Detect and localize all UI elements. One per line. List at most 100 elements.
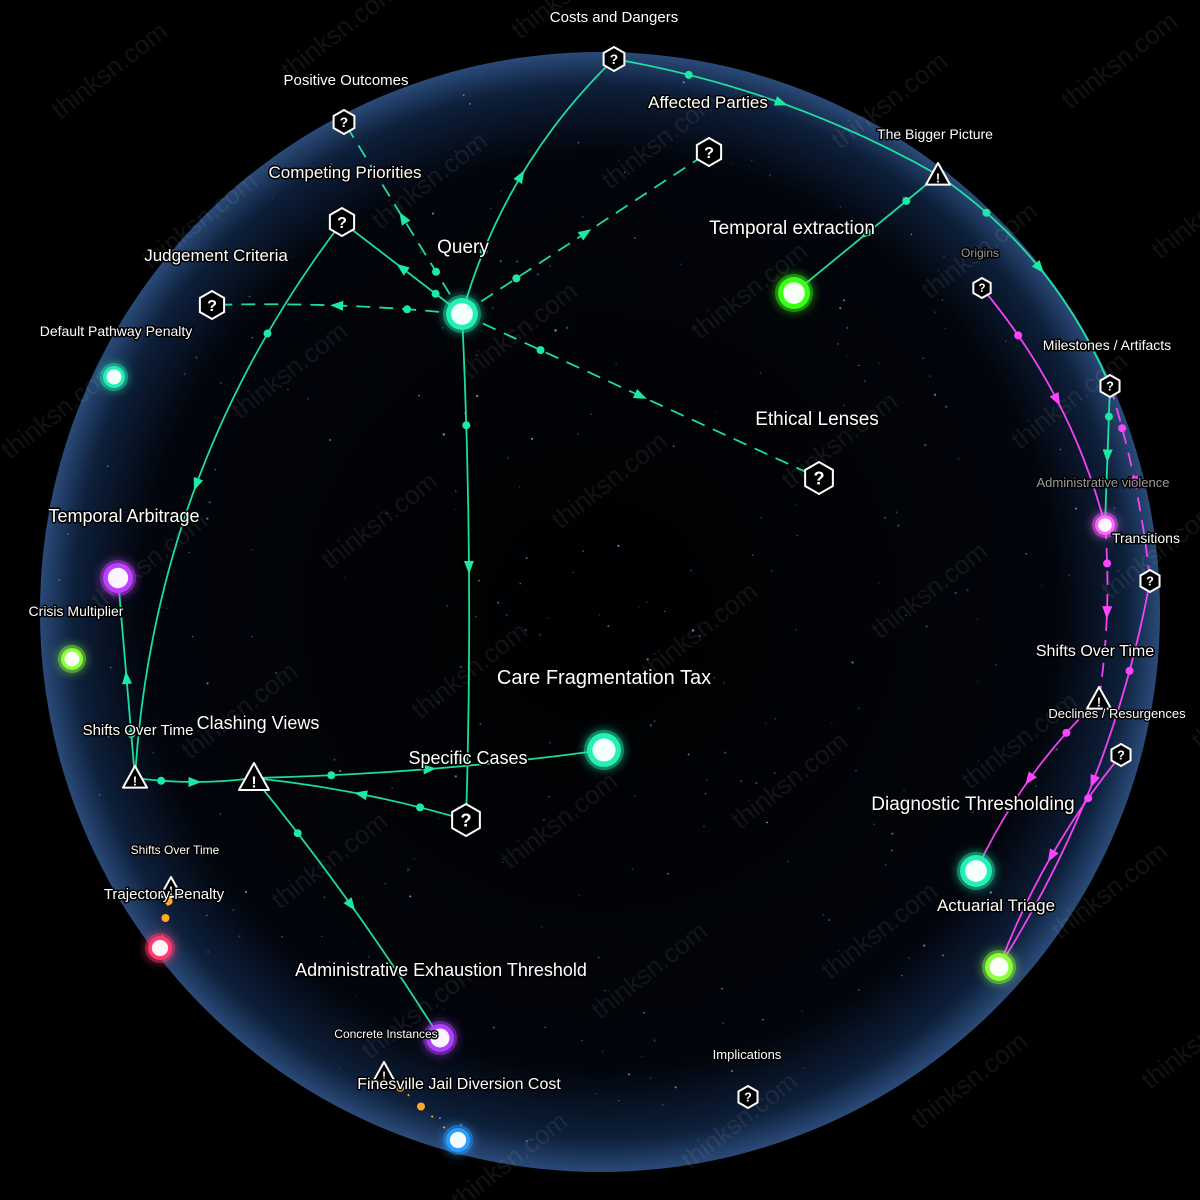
star — [328, 960, 331, 963]
question-icon[interactable]: ? — [602, 45, 626, 73]
star — [910, 233, 913, 236]
question-icon[interactable]: ? — [198, 289, 226, 321]
edge-marker — [1102, 449, 1113, 463]
node-care-fragmentation-tax[interactable] — [584, 730, 624, 770]
node-default-pathway-penalty[interactable] — [100, 363, 128, 391]
star — [219, 382, 222, 384]
edge-bead — [327, 771, 336, 780]
star — [750, 159, 753, 162]
node-query[interactable] — [443, 295, 481, 333]
hexagon-icon — [972, 276, 992, 300]
star — [367, 955, 370, 958]
node-core — [965, 860, 987, 882]
star — [774, 717, 776, 720]
star — [206, 914, 208, 917]
star — [662, 1103, 664, 1106]
star — [756, 453, 758, 455]
edge-marker — [188, 777, 202, 787]
node-core — [430, 1028, 450, 1048]
star — [546, 617, 549, 619]
warning-icon[interactable]: ! — [159, 876, 183, 898]
star — [475, 148, 478, 151]
node-administrative-violence[interactable] — [1092, 512, 1118, 538]
edge-bead — [416, 803, 425, 812]
question-icon[interactable]: ? — [1139, 568, 1161, 594]
star — [432, 212, 435, 215]
question-icon[interactable]: ? — [1110, 742, 1132, 768]
edge-bead — [396, 1083, 405, 1092]
node-temporal-extraction[interactable] — [775, 274, 813, 312]
question-icon[interactable]: ? — [804, 460, 834, 496]
star — [846, 356, 848, 358]
edge-marker — [161, 914, 170, 922]
star — [206, 517, 209, 520]
question-icon[interactable]: ? — [328, 206, 356, 238]
star — [338, 1067, 341, 1070]
warning-icon[interactable]: ! — [1086, 686, 1112, 710]
star — [667, 872, 670, 875]
node-crisis-multiplier[interactable] — [58, 645, 86, 673]
edge-bead — [293, 829, 302, 838]
question-icon[interactable]: ? — [1099, 373, 1121, 399]
node-administrative-exhaustion-threshold[interactable] — [423, 1021, 457, 1055]
warning-icon[interactable]: ! — [372, 1061, 396, 1083]
star — [905, 614, 908, 617]
star — [795, 504, 797, 506]
question-icon[interactable]: ? — [737, 1084, 759, 1110]
star — [903, 789, 905, 792]
node-temporal-arbitrage[interactable] — [100, 560, 136, 596]
star — [479, 723, 482, 725]
node-label-temporal-arbitrage: Temporal Arbitrage — [48, 506, 199, 526]
hexagon-icon — [198, 289, 226, 321]
node-trajectory-penalty[interactable] — [145, 933, 175, 963]
question-icon[interactable]: ? — [332, 108, 356, 136]
star — [878, 362, 880, 364]
star — [941, 299, 943, 301]
star — [475, 394, 479, 398]
star — [837, 343, 839, 345]
star — [438, 1117, 441, 1120]
star — [437, 701, 440, 703]
star — [524, 629, 527, 632]
star — [924, 443, 927, 447]
star — [643, 1011, 645, 1014]
warning-icon[interactable]: ! — [925, 162, 951, 186]
star — [248, 295, 251, 298]
star — [922, 357, 924, 360]
node-diagnostic-thresholding[interactable] — [957, 852, 995, 890]
edge-marker — [1090, 773, 1100, 788]
star — [333, 758, 336, 761]
warning-icon[interactable]: ! — [238, 762, 270, 791]
star — [323, 896, 326, 898]
star — [455, 490, 457, 492]
node-label-temporal-extraction: Temporal extraction — [709, 218, 875, 239]
star — [454, 508, 457, 511]
star — [618, 1100, 620, 1102]
edge-marker — [399, 212, 411, 226]
star — [501, 861, 504, 864]
exclamation-glyph: ! — [251, 774, 256, 791]
question-icon[interactable]: ? — [695, 136, 723, 168]
hexagon-icon — [332, 108, 356, 136]
warning-icon[interactable]: ! — [122, 765, 148, 789]
star — [649, 1077, 652, 1079]
star — [469, 103, 471, 105]
star — [165, 607, 168, 610]
node-actuarial-triage[interactable] — [982, 950, 1016, 984]
edge-marker — [122, 671, 132, 685]
star — [413, 858, 416, 860]
node-label-specific-cases: Specific Cases — [408, 748, 527, 768]
star — [653, 1039, 656, 1042]
star — [58, 579, 60, 581]
edge-query-to-positive_outcomes — [343, 121, 463, 315]
question-icon[interactable]: ? — [972, 276, 992, 300]
star — [897, 524, 900, 527]
star — [232, 908, 235, 911]
node-finesville-jail-diversion-cost[interactable] — [443, 1125, 473, 1155]
question-icon[interactable]: ? — [451, 802, 481, 838]
star — [454, 151, 457, 153]
star — [674, 1086, 677, 1089]
star — [491, 306, 494, 310]
